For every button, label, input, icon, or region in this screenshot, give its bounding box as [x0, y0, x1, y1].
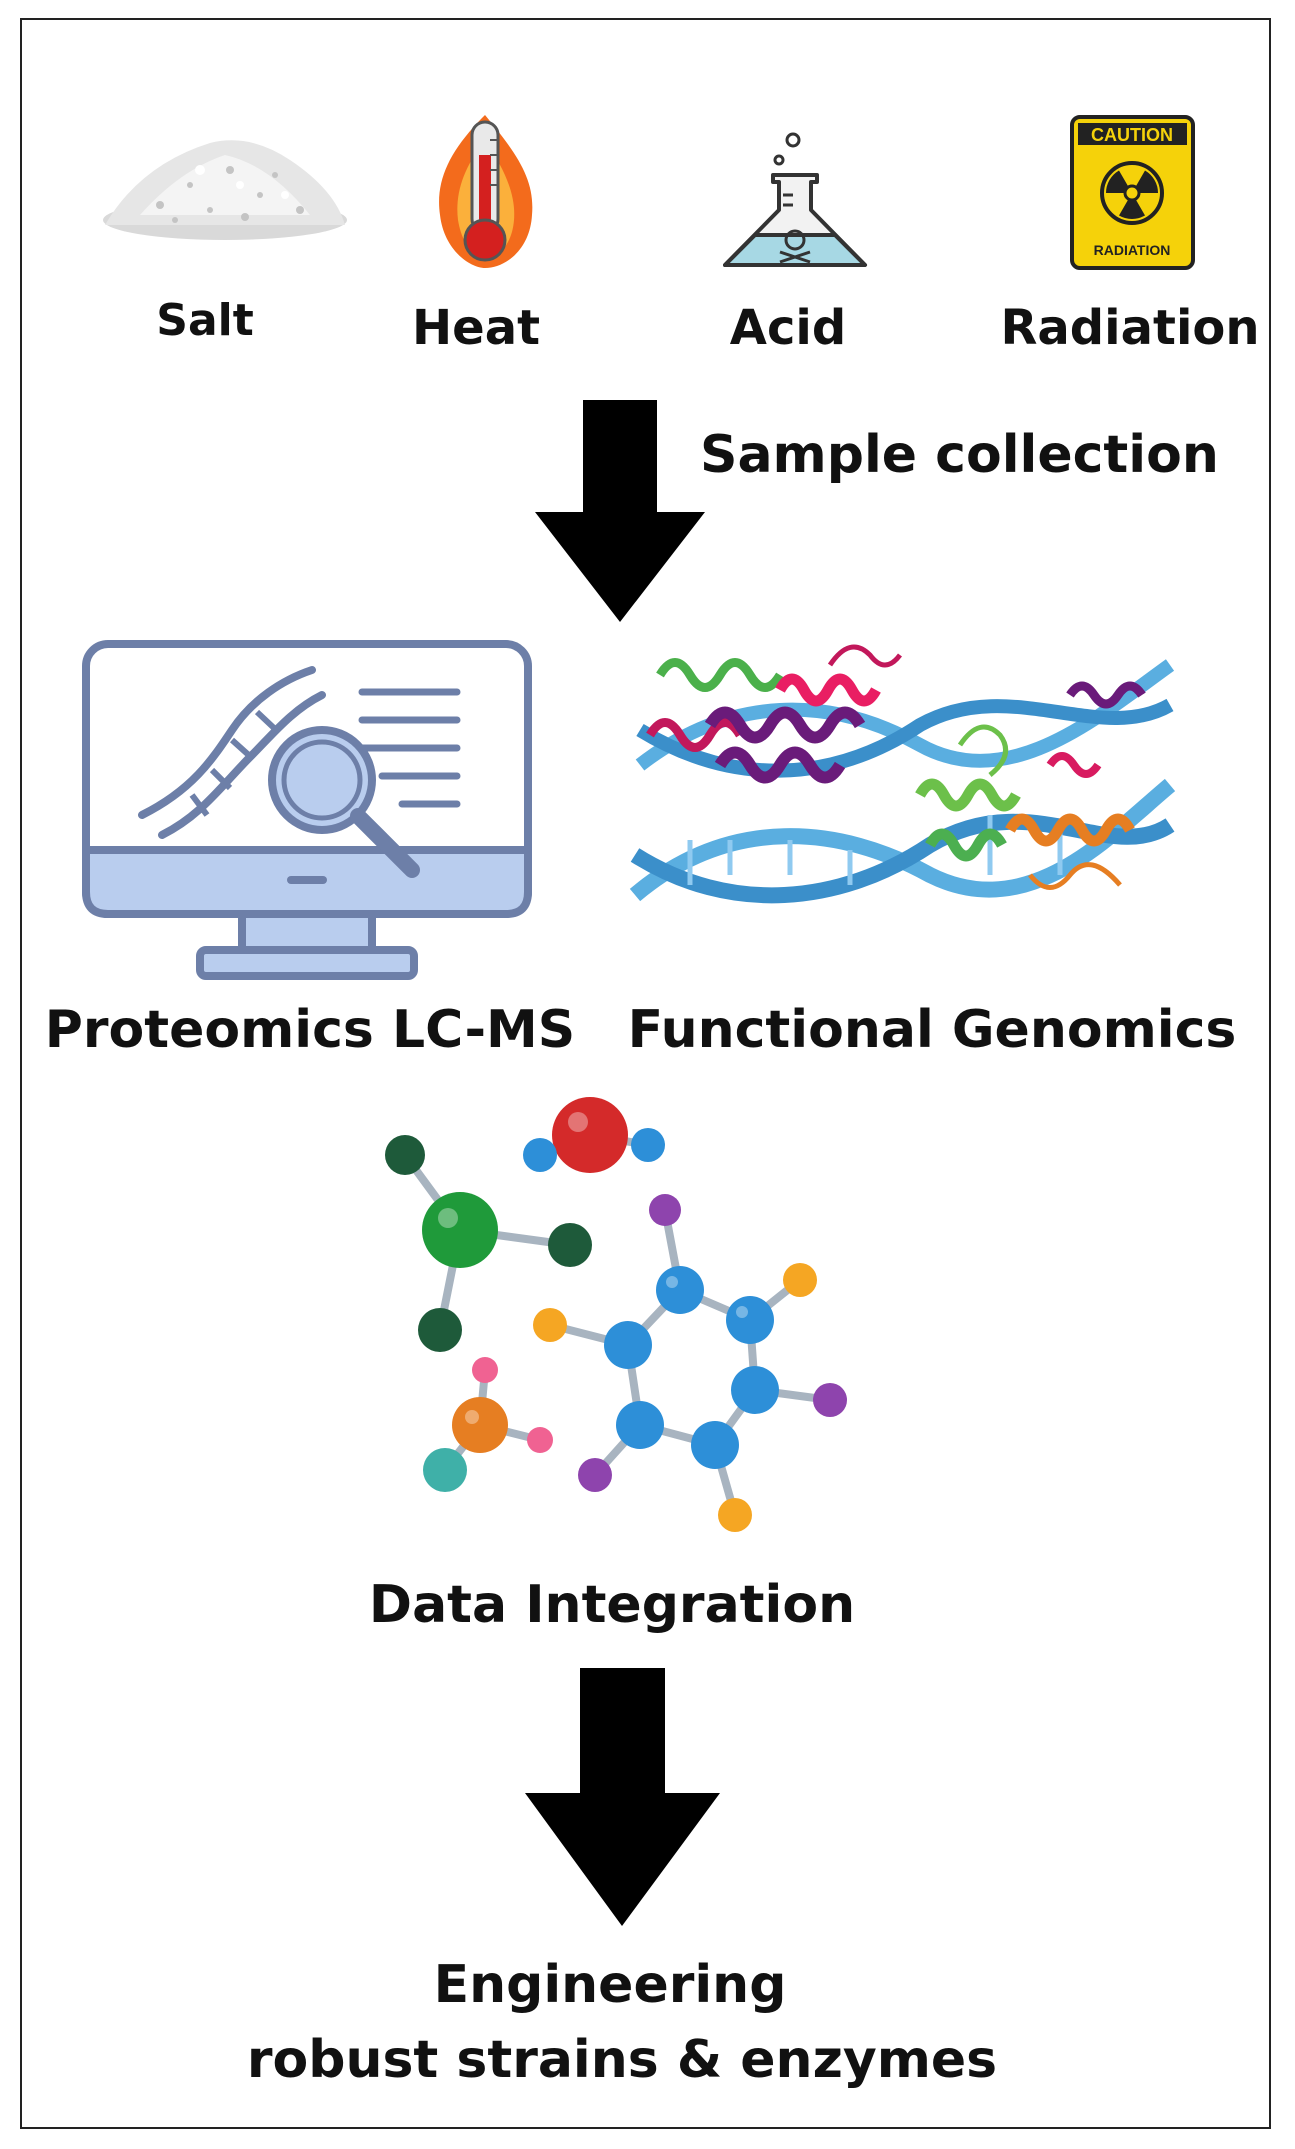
- down-arrow-2: [525, 1668, 720, 1926]
- radiation-sign-bottom-text: RADIATION: [1094, 242, 1171, 258]
- stress-label-acid: Acid: [729, 300, 847, 356]
- step-data-integration: Data Integration: [368, 1575, 856, 1635]
- radiation-sign-top-text: CAUTION: [1091, 125, 1173, 145]
- stress-label-salt: Salt: [156, 295, 254, 346]
- acid-flask-icon: [723, 132, 867, 267]
- figure-frame: [20, 18, 1271, 2129]
- stress-label-heat: Heat: [411, 300, 541, 356]
- proteomics-monitor-icon: [82, 640, 532, 980]
- thermometer-flame-icon: [439, 115, 533, 268]
- step-sample-collection: Sample collection: [700, 425, 1219, 485]
- functional-genomics-dna-protein-illustration: [629, 644, 1176, 904]
- down-arrow-1: [535, 400, 705, 622]
- method-label-genomics: Functional Genomics: [627, 1000, 1237, 1060]
- radiation-sign-icon: CAUTION RADIATION: [1070, 115, 1195, 270]
- salt-pile-icon: [103, 140, 347, 240]
- outcome-line-1: Engineering: [433, 1955, 787, 2015]
- stress-label-radiation: Radiation: [1000, 300, 1260, 356]
- outcome-line-2: robust strains & enzymes: [246, 2030, 998, 2090]
- molecules-illustration: [385, 1097, 847, 1532]
- method-label-proteomics: Proteomics LC-MS: [44, 1000, 576, 1060]
